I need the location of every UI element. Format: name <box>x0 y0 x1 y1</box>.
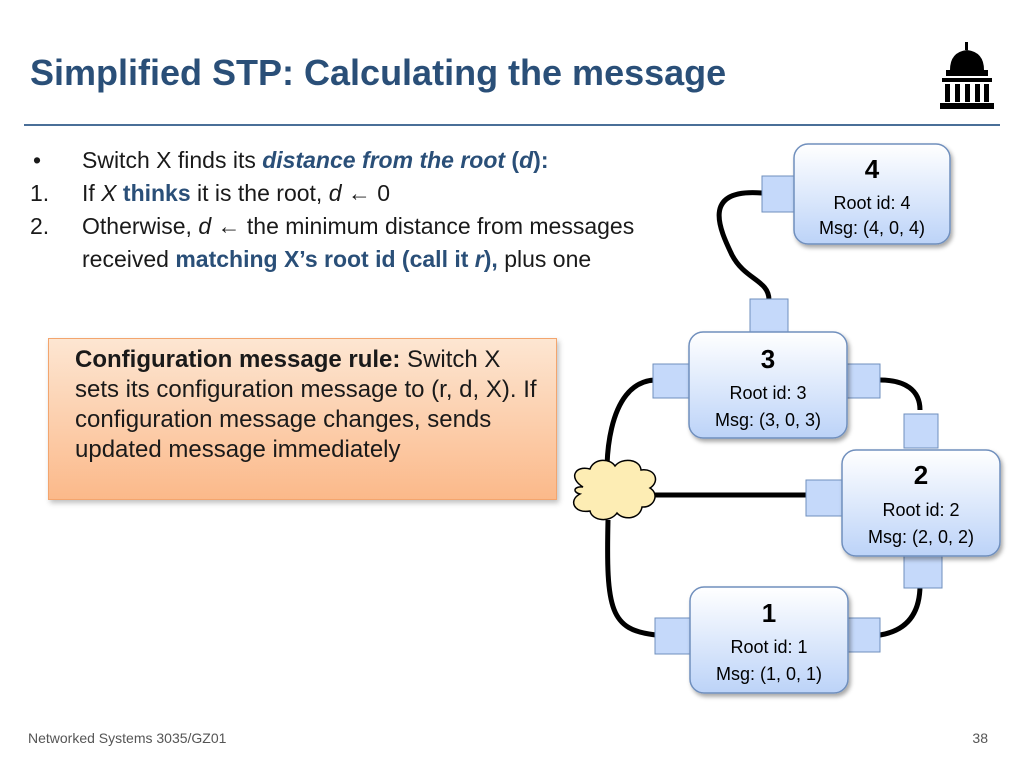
step-2-marker: 2. <box>30 213 50 239</box>
step-2-pre: Otherwise, <box>82 213 199 239</box>
step-2-post: plus one <box>497 246 592 272</box>
port <box>903 553 943 589</box>
switch-box <box>688 331 848 439</box>
port <box>805 479 845 517</box>
step-1-mid: it is the root, <box>190 180 329 206</box>
step-1-arrow: ← 0 <box>341 180 391 206</box>
link-4-3 <box>716 190 772 301</box>
port <box>652 363 692 399</box>
config-rule-box: Configuration message rule: Switch X set… <box>48 338 557 500</box>
step-1-marker: 1. <box>30 180 50 206</box>
switch-id: 4 <box>865 154 880 184</box>
footer-course: Networked Systems 3035/GZ01 <box>28 730 227 746</box>
link-1-lan <box>605 519 657 638</box>
switch-box <box>793 143 951 245</box>
step-1: 1. If X thinks it is the root, d ← 0 <box>30 177 670 210</box>
switch-root-id: Root id: 1 <box>730 637 807 657</box>
config-rule-label: Configuration message rule: <box>75 346 401 373</box>
cloud-icon <box>572 459 657 521</box>
config-rule-text: Switch X sets its configuration message … <box>75 346 537 463</box>
switch-msg: Msg: (4, 0, 4) <box>819 218 925 238</box>
switch-msg: Msg: (2, 0, 2) <box>868 527 974 547</box>
paren-open: ( <box>505 147 520 173</box>
switch-2[interactable]: 2 Root id: 2 Msg: (2, 0, 2) <box>805 413 1001 589</box>
matching-phrase-end: ), <box>483 246 498 272</box>
switch-id: 1 <box>762 598 776 628</box>
step-2-mid: ← the minimum distance from messages rec… <box>82 213 635 272</box>
d-variable: d <box>328 180 342 206</box>
port <box>749 298 789 334</box>
switch-box <box>841 449 1001 557</box>
thinks-word: thinks <box>116 180 191 206</box>
switch-root-id: Root id: 4 <box>833 193 910 213</box>
x-variable: X <box>101 180 117 206</box>
port <box>903 413 939 449</box>
switch-4[interactable]: 4 Root id: 4 Msg: (4, 0, 4) <box>749 143 951 334</box>
step-2: 2. Otherwise, d ← the minimum distance f… <box>30 210 670 276</box>
step-1-pre: If <box>82 180 102 206</box>
link-2-1 <box>879 584 923 638</box>
title-divider <box>24 124 1000 126</box>
d-variable: d <box>198 213 212 239</box>
switch-id: 2 <box>914 460 928 490</box>
port <box>845 363 881 399</box>
switch-box <box>689 586 849 694</box>
paren-close: ): <box>533 147 549 173</box>
switch-3[interactable]: 3 Root id: 3 Msg: (3, 0, 3) <box>652 331 881 439</box>
distance-phrase: distance from the root <box>262 147 506 173</box>
switch-msg: Msg: (3, 0, 3) <box>715 410 821 430</box>
port <box>845 617 881 653</box>
switch-msg: Msg: (1, 0, 1) <box>716 664 822 684</box>
matching-phrase: matching X’s root id (call it <box>175 246 475 272</box>
bullet-marker: • <box>33 147 42 173</box>
university-building-icon <box>940 42 994 109</box>
link-3-2 <box>879 377 923 411</box>
switch-root-id: Root id: 3 <box>729 383 806 403</box>
r-variable: r <box>474 246 484 272</box>
page-number: 38 <box>972 730 988 746</box>
port <box>761 175 797 213</box>
slide-title: Simplified STP: Calculating the message <box>30 52 727 93</box>
switch-id: 3 <box>761 344 775 374</box>
bullet-intro: • Switch X finds its distance from the r… <box>30 144 670 177</box>
d-variable: d <box>519 147 534 173</box>
port <box>654 617 694 655</box>
bullet-list: • Switch X finds its distance from the r… <box>30 144 670 276</box>
switch-1[interactable]: 1 Root id: 1 Msg: (1, 0, 1) <box>654 586 881 694</box>
intro-text: Switch X finds its <box>82 147 263 173</box>
switch-root-id: Root id: 2 <box>882 500 959 520</box>
